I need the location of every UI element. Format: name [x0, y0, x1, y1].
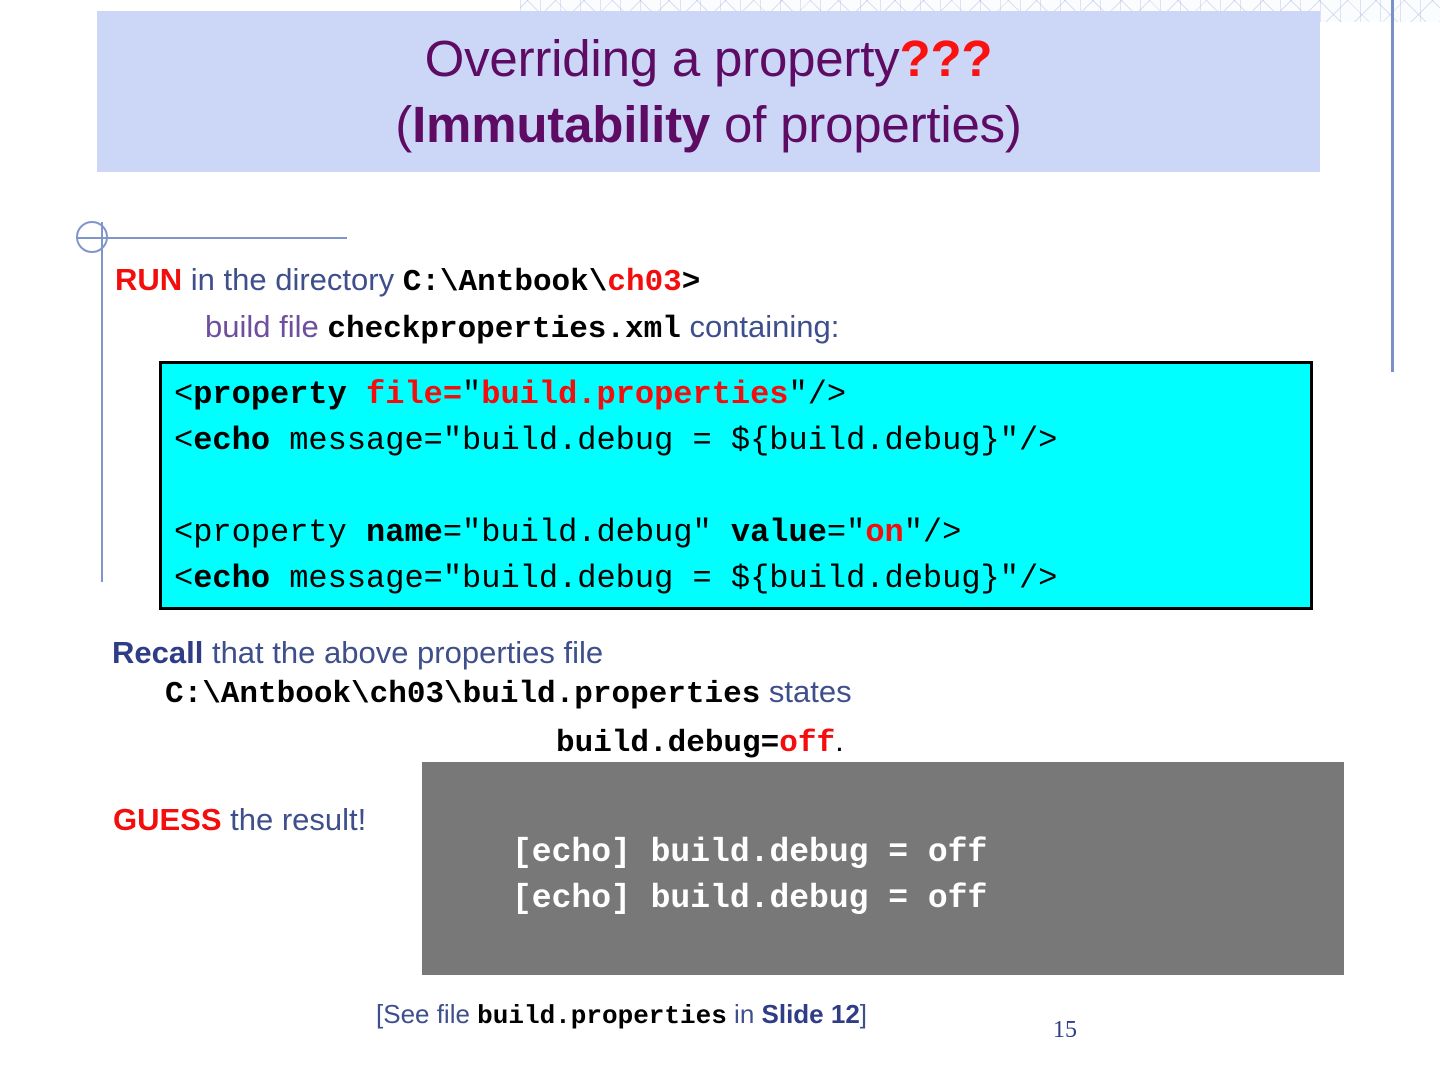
code-line-1-open: <	[174, 376, 194, 413]
decorative-vertical-rule-right	[1391, 0, 1394, 372]
console-output-line-2: [echo] build.debug = off	[512, 880, 988, 917]
code-line-2: <echo message="build.debug = ${build.deb…	[174, 418, 1310, 464]
run-path-suffix: >	[681, 265, 701, 300]
code-line-2-rest: message="build.debug = ${build.debug}"/>	[270, 422, 1058, 459]
code-line-5-tag: echo	[193, 560, 271, 597]
code-line-4-attr-name: name	[366, 514, 443, 551]
run-path-highlight: ch03	[607, 265, 682, 300]
footer-mid-text: in	[726, 999, 762, 1029]
code-line-1-close: "/>	[788, 376, 847, 413]
guess-keyword: GUESS	[113, 802, 222, 837]
code-line-1-quote-open: "	[462, 376, 482, 413]
guess-line: GUESS the result!	[113, 802, 366, 838]
slide-title-line-2: (Immutability of properties)	[395, 92, 1022, 158]
footer-file-name: build.properties	[477, 1001, 727, 1031]
run-path-prefix: C:\Antbook\	[402, 265, 608, 300]
guess-text: the result!	[221, 802, 367, 837]
recall-line: Recall that the above properties file	[112, 635, 603, 671]
code-line-5-open: <	[174, 560, 194, 597]
xml-code-block: <property file="build.properties"/> <ech…	[159, 361, 1313, 610]
code-line-1-equals: =	[442, 376, 463, 413]
code-line-1-tag: property	[193, 376, 347, 413]
title-banner: Overriding a property??? (Immutability o…	[97, 11, 1320, 172]
decorative-horizontal-rule	[76, 237, 347, 239]
slide-title-line-1: Overriding a property???	[425, 26, 993, 92]
footer-open-text: [See file	[376, 999, 478, 1029]
recall-period: .	[835, 723, 844, 758]
code-line-4-value: on	[865, 514, 904, 551]
code-line-4-equals: ="	[826, 514, 866, 551]
recall-property-key: build.debug=	[556, 726, 780, 761]
slide-subtitle-emphasis: Immutability	[412, 95, 711, 153]
recall-text: that the above properties file	[203, 635, 604, 670]
code-line-blank	[174, 464, 1310, 510]
slide-subtitle-open-paren: (	[395, 95, 413, 153]
recall-properties-path: C:\Antbook\ch03\build.properties	[165, 677, 761, 712]
code-line-4-name-value: ="build.debug"	[442, 514, 731, 551]
code-line-4-open: <property	[174, 514, 367, 551]
code-line-2-open: <	[174, 422, 194, 459]
code-line-4-attr-value: value	[730, 514, 827, 551]
run-text: in the directory	[182, 262, 403, 297]
decorative-vertical-rule-left	[101, 222, 103, 582]
code-line-2-tag: echo	[193, 422, 271, 459]
recall-property-value-line: build.debug=off.	[556, 723, 844, 761]
decorative-circle	[76, 221, 108, 253]
run-keyword: RUN	[115, 262, 183, 297]
slide-subtitle-rest: of properties)	[710, 95, 1022, 153]
code-line-1-attr: file	[366, 376, 443, 413]
code-line-1: <property file="build.properties"/>	[174, 372, 1310, 418]
recall-property-value: off	[779, 726, 836, 761]
console-output-box: [echo] build.debug = off [echo] build.de…	[422, 762, 1344, 975]
recall-path-line: C:\Antbook\ch03\build.properties states	[165, 674, 852, 712]
recall-keyword: Recall	[112, 635, 204, 670]
code-line-5-rest: message="build.debug = ${build.debug}"/>	[270, 560, 1058, 597]
footer-slide-reference: Slide 12	[761, 999, 860, 1029]
code-line-5: <echo message="build.debug = ${build.deb…	[174, 556, 1310, 602]
code-line-4: <property name="build.debug" value="on"/…	[174, 510, 1310, 556]
code-line-1-space	[347, 376, 366, 413]
console-output-line-1: [echo] build.debug = off	[512, 834, 988, 871]
code-line-1-value: build.properties	[481, 376, 789, 413]
build-file-line: build file checkproperties.xml containin…	[205, 309, 839, 347]
build-file-label: build file	[205, 309, 328, 344]
run-instruction-line: RUN in the directory C:\Antbook\ch03>	[115, 262, 700, 300]
recall-states-label: states	[760, 674, 852, 709]
build-file-name: checkproperties.xml	[327, 312, 681, 347]
code-line-4-close: "/>	[903, 514, 962, 551]
footer-reference-note: [See file build.properties in Slide 12]	[376, 999, 867, 1031]
page-number: 15	[1053, 1017, 1077, 1043]
build-file-tail: containing:	[680, 309, 840, 344]
slide-title-question-marks: ???	[899, 29, 993, 87]
footer-close-bracket: ]	[859, 999, 868, 1029]
slide-title-main: Overriding a property	[424, 29, 900, 87]
